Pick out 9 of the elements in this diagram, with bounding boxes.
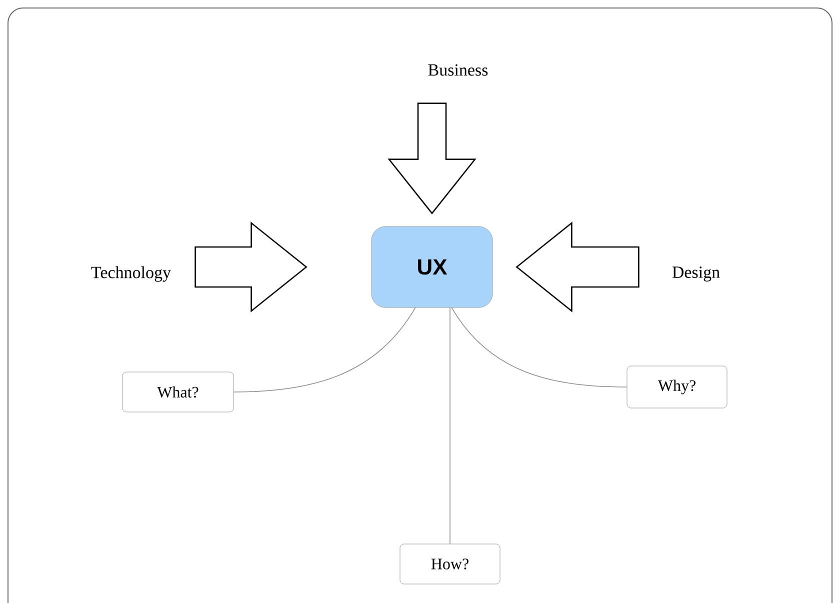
center-box: UX: [371, 226, 493, 308]
label-text: Business: [428, 64, 488, 76]
label-text: Technology: [91, 266, 171, 282]
connector-line: [451, 307, 628, 388]
label-text: Design: [672, 266, 720, 282]
question-box: How?: [400, 544, 500, 584]
connector-line: [233, 307, 416, 392]
question-box: What?: [122, 372, 234, 412]
question-box: Why?: [626, 366, 728, 408]
